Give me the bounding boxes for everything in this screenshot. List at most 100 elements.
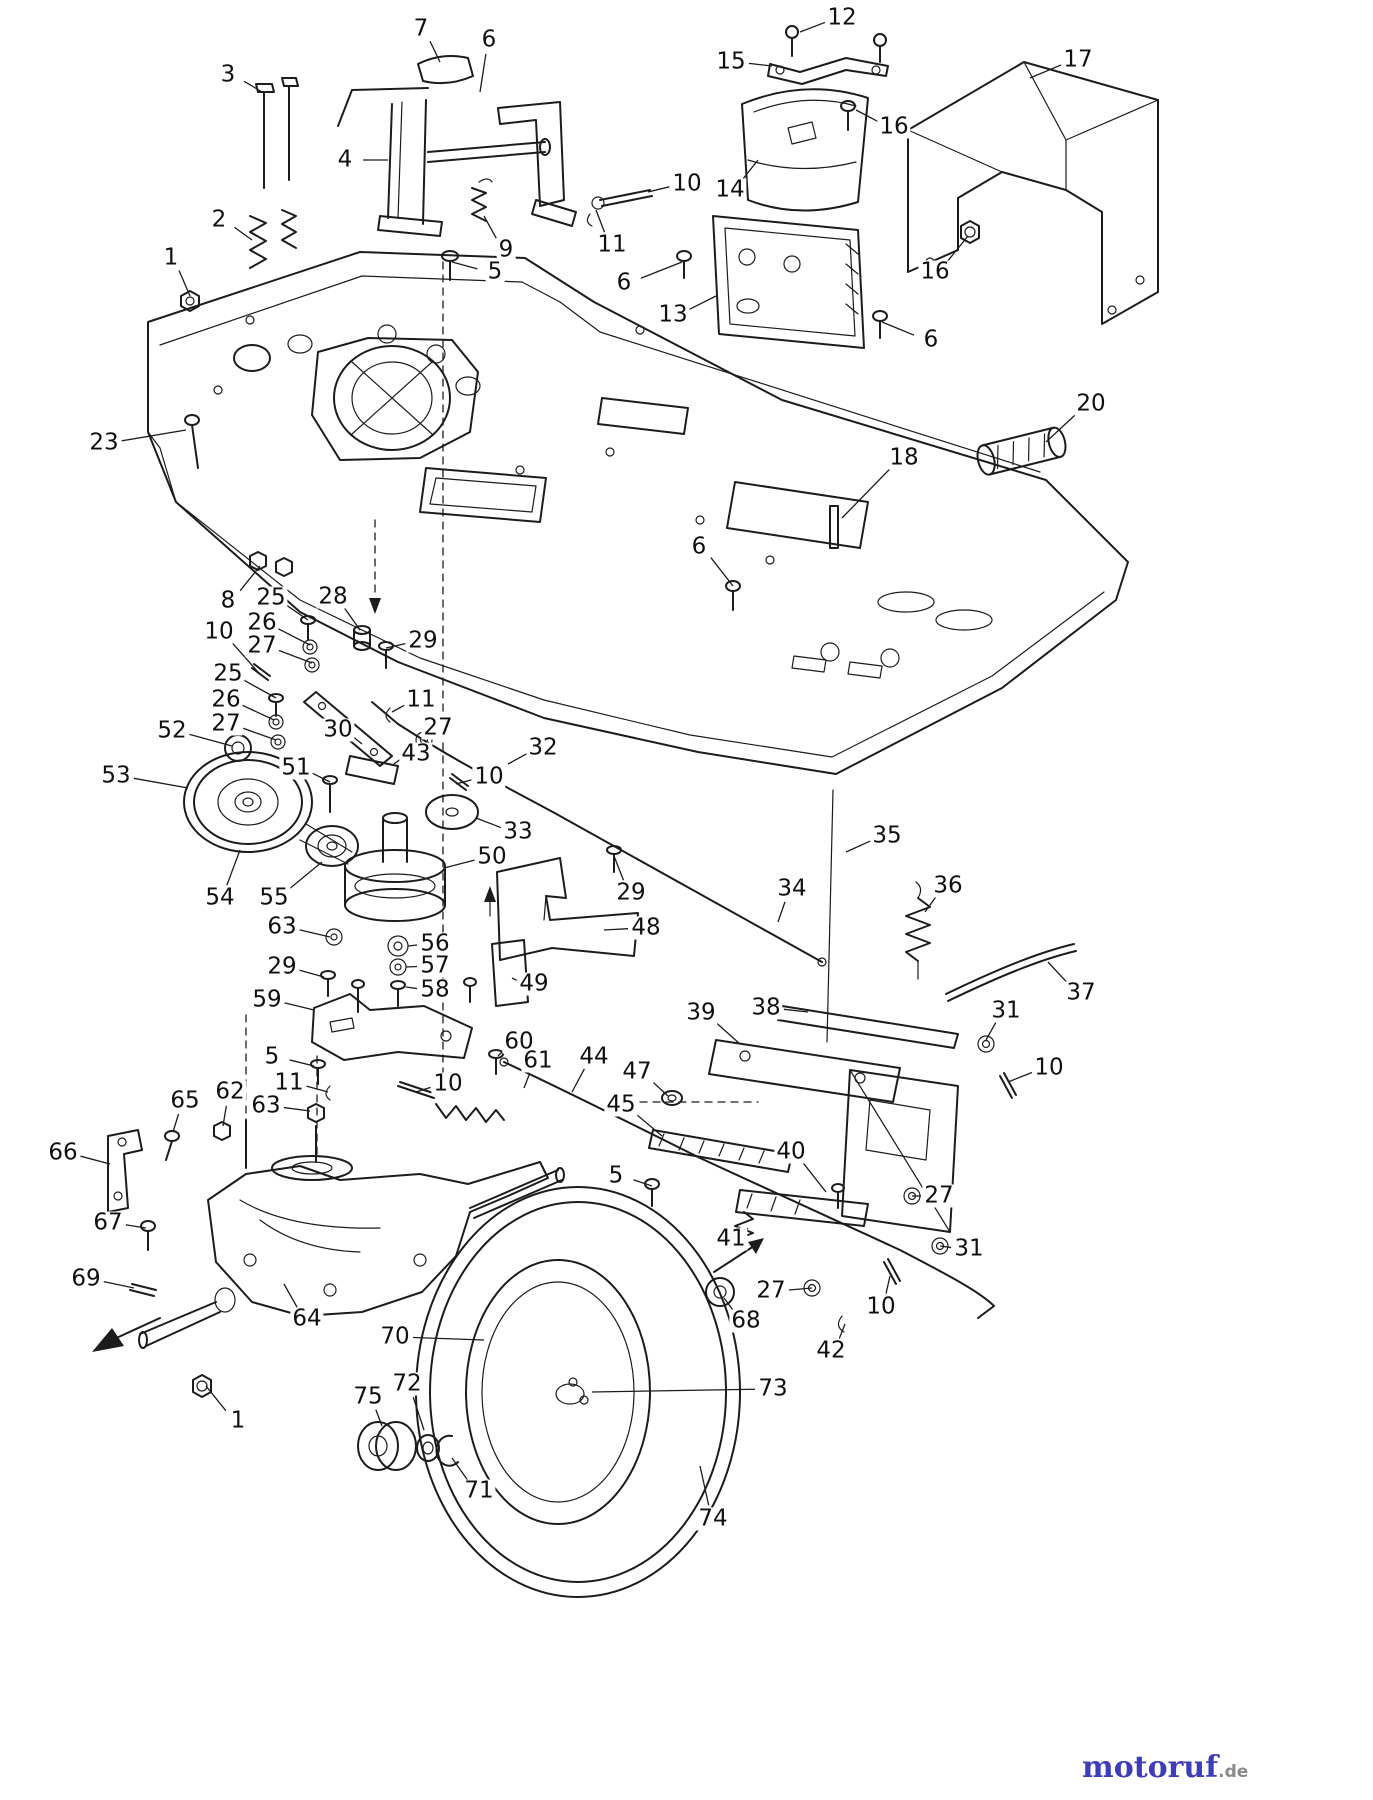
leader-line-75-90	[375, 1409, 383, 1427]
callout-16-17: 16	[918, 258, 952, 285]
leader-line-11-10	[595, 209, 606, 233]
callout-28-25: 28	[316, 583, 350, 610]
callout-11-10: 11	[595, 231, 629, 258]
leader-line-5-76	[633, 1179, 653, 1187]
callout-44-65: 44	[577, 1043, 611, 1070]
callout-62-72: 62	[213, 1078, 247, 1105]
leader-line-9-11	[483, 215, 497, 239]
callout-25-30: 25	[211, 660, 245, 687]
callout-42-87: 42	[814, 1337, 848, 1364]
leader-line-13-16	[689, 295, 717, 310]
leader-line-34-48	[777, 901, 786, 923]
callout-20-19: 20	[1074, 390, 1108, 417]
callout-14-9: 14	[713, 176, 747, 203]
leader-line-40-75	[802, 1162, 827, 1193]
callout-10-70: 10	[431, 1070, 465, 1097]
leader-line-25-24	[286, 604, 309, 621]
leader-line-32-38	[507, 753, 527, 765]
leader-line-11-69	[306, 1085, 329, 1093]
leader-line-54-43	[226, 849, 241, 886]
callout-52-36: 52	[155, 717, 189, 744]
leader-line-66-74	[80, 1155, 111, 1165]
clutch-hardware-artwork	[224, 551, 479, 830]
callout-54-43: 54	[203, 884, 237, 911]
leader-line-56-51	[407, 944, 418, 947]
leader-line-44-65	[571, 1068, 585, 1093]
callout-32-38: 32	[526, 734, 560, 761]
watermark-suffix: .de	[1218, 1762, 1249, 1782]
leader-line-67-78	[125, 1224, 147, 1229]
leader-line-10-70	[415, 1086, 431, 1093]
callout-5-13: 5	[485, 258, 505, 285]
callout-25-24: 25	[254, 584, 288, 611]
leader-line-1-15	[178, 270, 191, 297]
callout-27-77: 27	[922, 1182, 956, 1209]
callout-27-82: 27	[754, 1277, 788, 1304]
callout-3-2: 3	[218, 61, 238, 88]
callout-10-28: 10	[202, 618, 236, 645]
leader-line-70-85	[412, 1336, 485, 1341]
callout-68-86: 68	[729, 1307, 763, 1334]
callout-12-3: 12	[825, 4, 859, 31]
leader-line-26-26	[278, 628, 311, 646]
callout-40-75: 40	[774, 1138, 808, 1165]
callout-49-55: 49	[517, 970, 551, 997]
leader-line-48-54	[603, 928, 629, 931]
callout-34-48: 34	[775, 875, 809, 902]
callout-16-6: 16	[877, 113, 911, 140]
callout-72-91: 72	[390, 1370, 424, 1397]
callout-50-45: 50	[475, 843, 509, 870]
leader-line-63-50	[299, 929, 331, 938]
callout-2-12: 2	[209, 206, 229, 233]
callout-63-71: 63	[249, 1092, 283, 1119]
leader-line-11-33	[391, 704, 405, 713]
callout-29-29: 29	[406, 627, 440, 654]
leader-line-35-47	[845, 840, 871, 853]
callout-6-1: 6	[479, 26, 499, 53]
leader-line-63-71	[283, 1106, 311, 1112]
leader-line-43-37	[393, 759, 401, 765]
leader-line-25-30	[243, 679, 277, 699]
leader-line-29-46	[613, 855, 625, 881]
callout-1-88: 1	[228, 1407, 248, 1434]
leader-line-72-91	[412, 1396, 425, 1431]
leader-line-16-6	[855, 109, 878, 122]
callout-10-41: 10	[472, 763, 506, 790]
leader-line-5-13	[451, 261, 478, 270]
callout-63-50: 63	[265, 913, 299, 940]
callout-67-78: 67	[91, 1209, 125, 1236]
leader-line-12-3	[799, 21, 826, 33]
callout-57-52: 57	[418, 952, 452, 979]
callout-18-21: 18	[887, 444, 921, 471]
leader-line-27-82	[788, 1287, 813, 1291]
callout-29-56: 29	[265, 953, 299, 980]
leader-line-71-92	[451, 1457, 469, 1481]
callout-55-44: 55	[257, 884, 291, 911]
callout-11-69: 11	[272, 1069, 306, 1096]
callout-33-42: 33	[501, 818, 535, 845]
leader-line-57-52	[405, 965, 418, 968]
leader-line-6-14	[640, 261, 683, 279]
leader-line-74-93	[699, 1465, 710, 1506]
callout-31-80: 31	[952, 1235, 986, 1262]
callout-26-26: 26	[245, 609, 279, 636]
transaxle-artwork	[92, 1119, 565, 1398]
callout-41-79: 41	[714, 1225, 748, 1252]
leader-line-73-89	[591, 1388, 756, 1393]
callout-6-14: 6	[614, 269, 634, 296]
callout-7-0: 7	[411, 15, 431, 42]
leader-line-38-59	[783, 1008, 809, 1013]
callout-45-68: 45	[604, 1091, 638, 1118]
leader-line-7-0	[429, 40, 441, 63]
watermark: motoruf.de	[1082, 1750, 1248, 1785]
leader-line-68-86	[723, 1297, 735, 1312]
leader-line-6-1	[479, 53, 487, 93]
leader-line-10-83	[885, 1275, 891, 1294]
leader-line-39-60	[714, 1021, 741, 1045]
leader-line-29-56	[299, 969, 325, 978]
leader-line-29-29	[385, 642, 406, 649]
callout-27-35: 27	[421, 714, 455, 741]
leader-line-53-39	[133, 777, 189, 789]
callout-9-11: 9	[496, 236, 516, 263]
leader-line-64-84	[283, 1283, 298, 1308]
